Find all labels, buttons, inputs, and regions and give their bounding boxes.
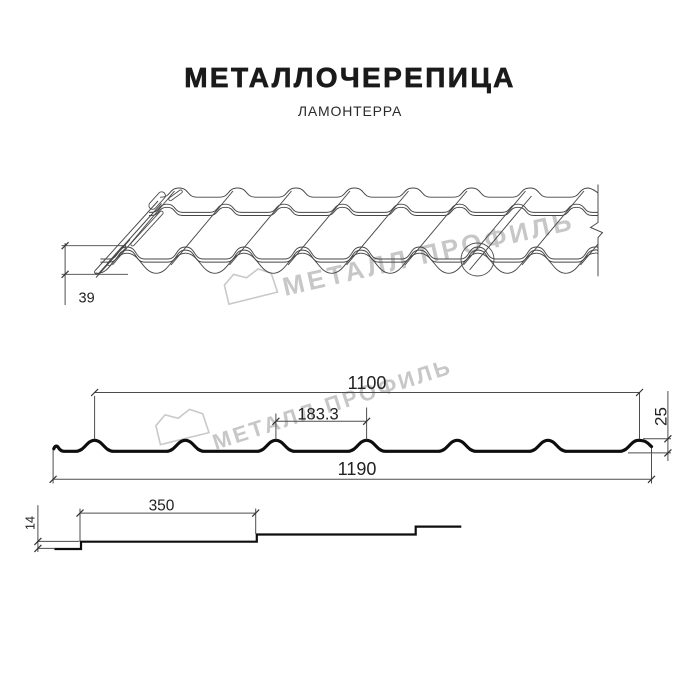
svg-text:39: 39 (79, 291, 95, 307)
svg-text:МЕТАЛЛ ПРОФИЛЬ: МЕТАЛЛ ПРОФИЛЬ (209, 354, 455, 455)
svg-text:1100: 1100 (348, 373, 387, 393)
svg-text:1190: 1190 (338, 459, 377, 479)
svg-text:183.3: 183.3 (297, 406, 338, 424)
svg-text:25: 25 (652, 407, 671, 426)
svg-text:14: 14 (24, 516, 38, 530)
svg-text:350: 350 (149, 497, 175, 514)
